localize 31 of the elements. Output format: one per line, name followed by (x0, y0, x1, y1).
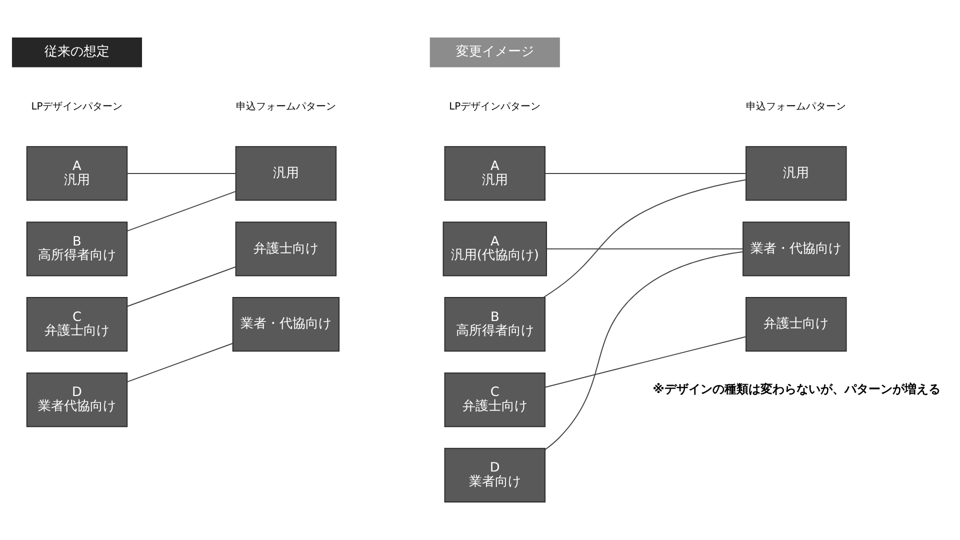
connector (542, 179, 746, 298)
label: LPデザインパターン (449, 101, 541, 112)
label: LPデザインパターン (31, 101, 123, 112)
node-box: 従来の想定 (12, 37, 142, 68)
node-box: D 業者向け (444, 448, 546, 503)
node-box: A 汎用 (26, 146, 128, 201)
node-box: D 業者代協向け (26, 372, 128, 428)
node-box: C 弁護士向け (26, 297, 128, 352)
label: 申込フォームパターン (236, 101, 336, 112)
connector (126, 190, 236, 232)
connector (126, 266, 236, 307)
connector (126, 172, 236, 174)
node-box: A 汎用 (444, 146, 546, 201)
node-box: 汎用 (235, 146, 337, 201)
node-box: C 弁護士向け (444, 372, 546, 428)
connector (126, 342, 234, 382)
node-box: 弁護士向け (746, 297, 847, 352)
node-box: 汎用 (746, 146, 847, 201)
connector (544, 251, 744, 450)
node-box: A 汎用(代協向け) (442, 222, 547, 276)
label: ※デザインの種類は変わらないが、パターンが増える (652, 382, 940, 396)
connector (546, 248, 744, 250)
node-box: 変更イメージ (430, 37, 560, 68)
label: 申込フォームパターン (746, 101, 846, 112)
node-box: 弁護士向け (235, 222, 337, 276)
connector (544, 172, 746, 174)
node-box: 業者・代協向け (232, 297, 340, 352)
node-box: 業者・代協向け (742, 222, 850, 276)
node-box: B 高所得者向け (444, 297, 546, 352)
node-box: B 高所得者向け (26, 222, 128, 276)
connector (544, 336, 746, 388)
